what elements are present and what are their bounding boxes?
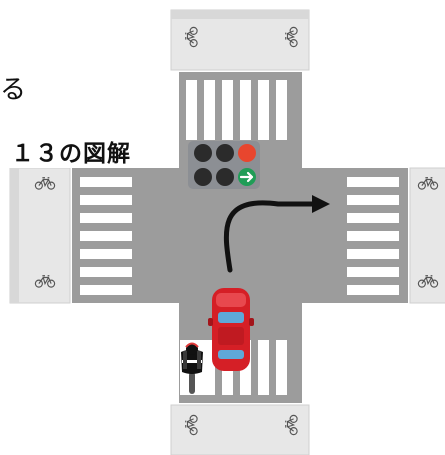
signal-lamp-off	[194, 144, 212, 162]
signal-lamp-off	[194, 168, 212, 186]
sidewalk-right	[409, 167, 445, 304]
figure-heading: １３の図解	[8, 134, 134, 168]
route-arrow	[223, 195, 330, 273]
sidewalk-left	[9, 167, 71, 304]
text-fragment: る	[0, 75, 27, 105]
sidewalk-bottom	[170, 404, 310, 455]
crosswalk-right	[347, 177, 399, 295]
road-surface	[72, 72, 408, 403]
crosswalk-left	[80, 177, 132, 295]
crosswalk-top	[186, 80, 287, 140]
car-rear-window	[218, 350, 244, 359]
signal-lamp-off	[216, 144, 234, 162]
arrow-right-icon	[238, 168, 256, 186]
cyclist	[180, 340, 204, 395]
car-windshield	[218, 312, 244, 323]
sidewalk-top	[170, 9, 310, 71]
car	[208, 288, 254, 371]
signal-lamp-off	[216, 168, 234, 186]
signal-lamp-red	[238, 144, 256, 162]
traffic-signal	[188, 141, 260, 189]
